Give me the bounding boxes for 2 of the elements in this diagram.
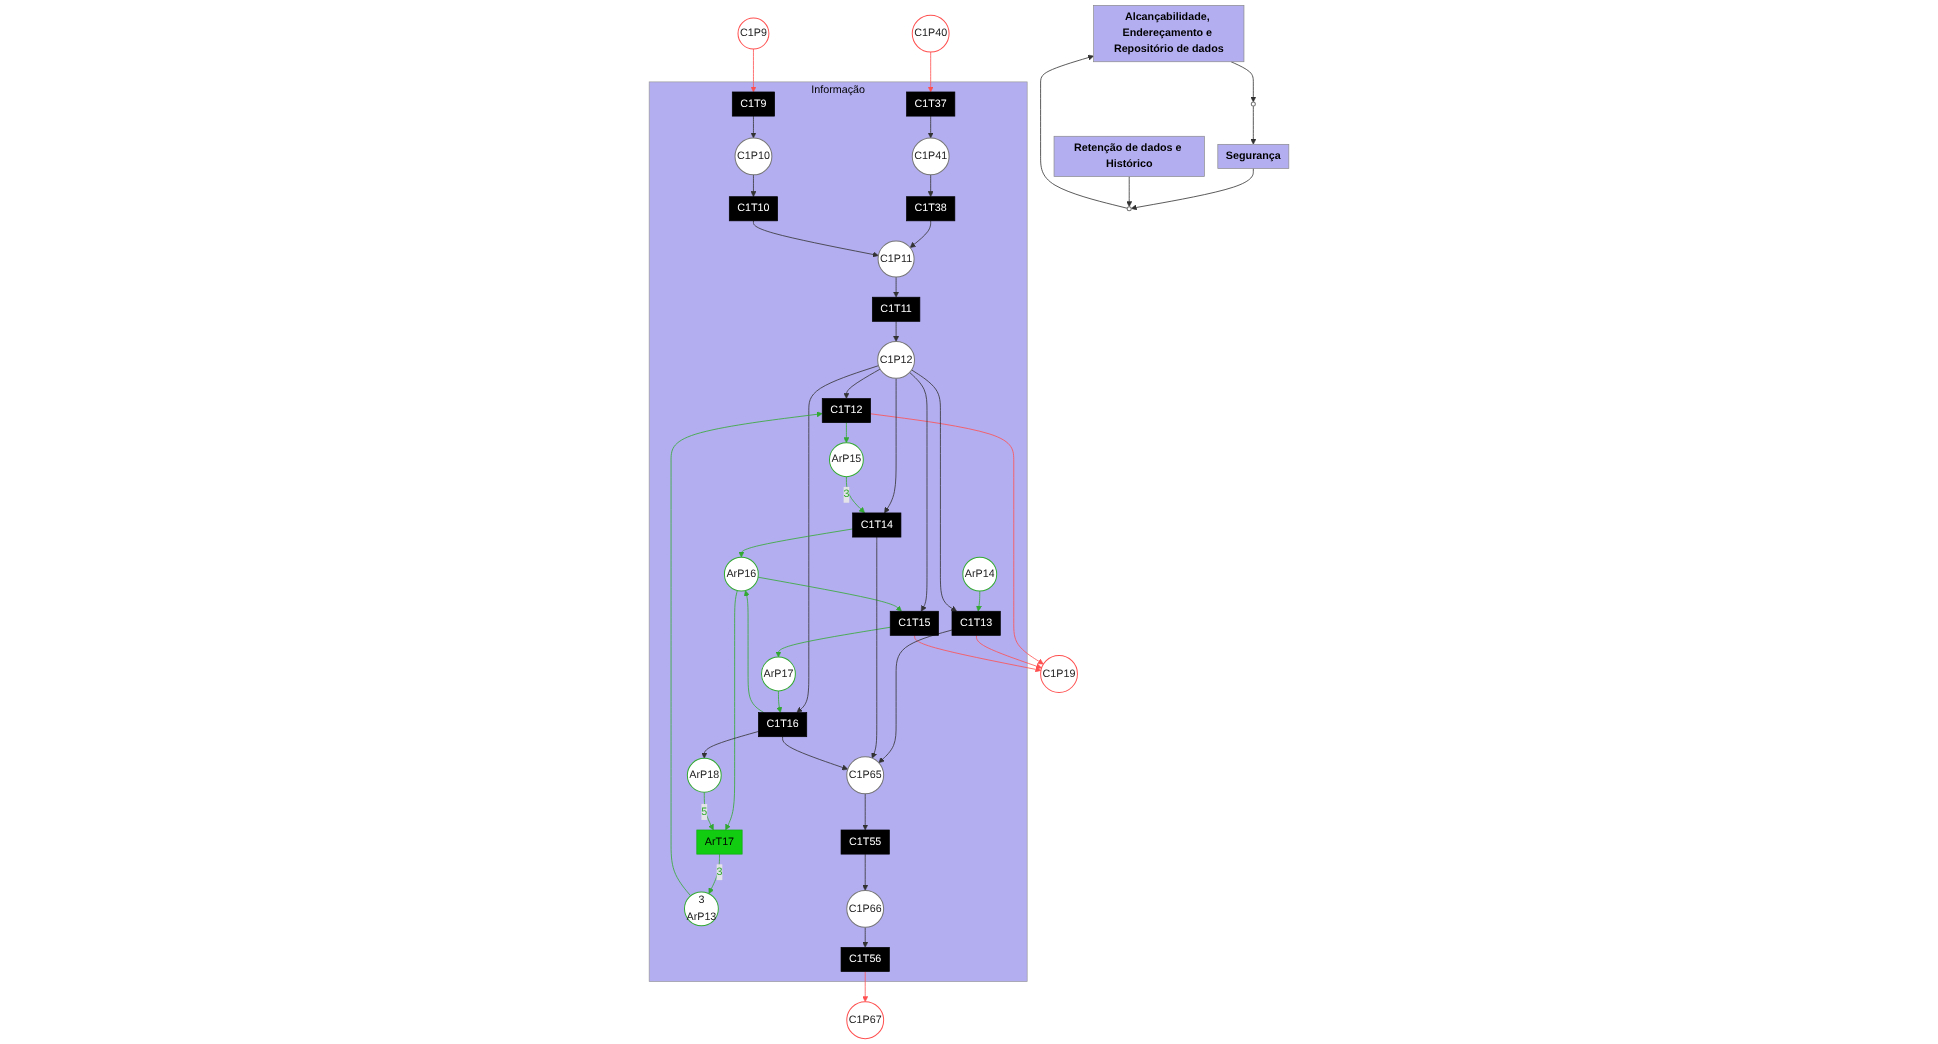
node-circle (1250, 101, 1256, 107)
node-circle (1126, 206, 1132, 212)
